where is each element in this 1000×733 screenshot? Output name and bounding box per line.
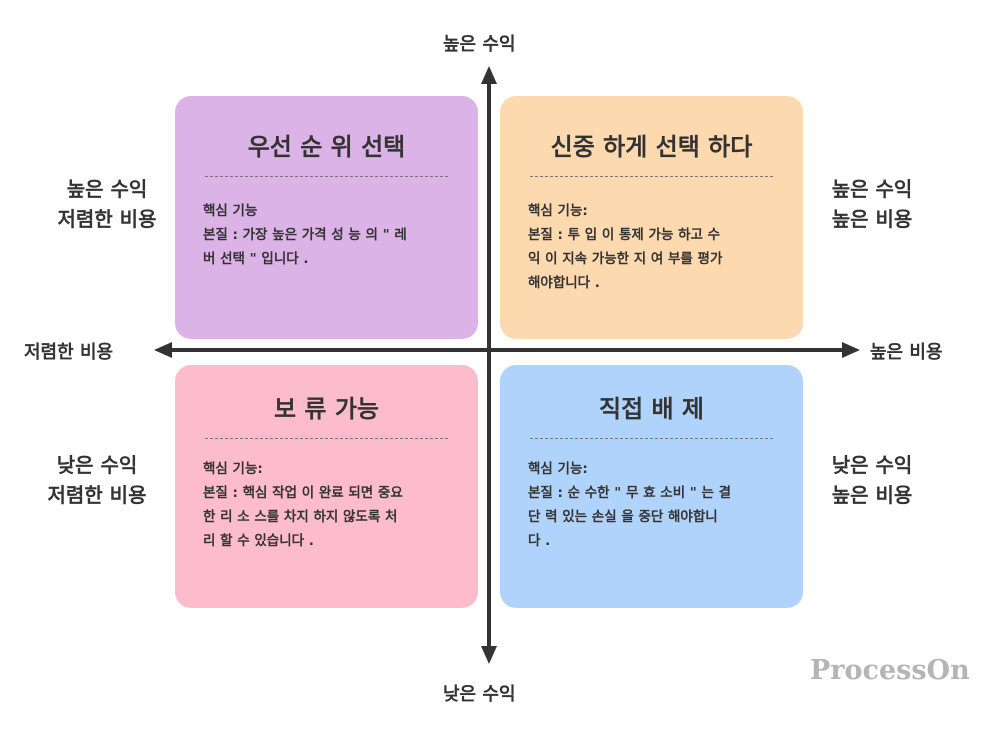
quadrant-bottom-right: 직접 배 제 핵심 기능: 본질 : 순 수한 " 무 효 소비 " 는 결 단… bbox=[500, 365, 803, 608]
body-line: 익 이 지속 가능한 지 여 부를 평가 bbox=[528, 251, 723, 267]
divider bbox=[205, 176, 448, 177]
quadrant-body: 핵심 기능 본질 : 가장 높은 가격 성 능 의 " 레 버 선택 " 입니다… bbox=[203, 199, 450, 271]
body-line: 핵심 기능 bbox=[203, 203, 258, 219]
divider bbox=[530, 438, 773, 439]
quadrant-top-left: 우선 순 위 선택 핵심 기능 본질 : 가장 높은 가격 성 능 의 " 레 … bbox=[175, 96, 478, 339]
side-label-top-left: 높은 수익 저렴한 비용 bbox=[32, 174, 182, 234]
side-label-line: 저렴한 비용 bbox=[47, 483, 147, 507]
side-label-line: 저렴한 비용 bbox=[57, 207, 157, 231]
side-label-line: 높은 비용 bbox=[831, 207, 913, 231]
body-line: 한 리 소 스를 차지 하지 않도록 처 bbox=[203, 509, 398, 525]
side-label-bottom-left: 낮은 수익 저렴한 비용 bbox=[22, 450, 172, 510]
body-line: 핵심 기능: bbox=[528, 461, 588, 477]
down-arrow-icon bbox=[481, 646, 497, 664]
left-arrow-icon bbox=[154, 342, 172, 358]
side-label-line: 높은 수익 bbox=[66, 177, 148, 201]
side-label-bottom-right: 낮은 수익 높은 비용 bbox=[797, 450, 947, 510]
up-arrow-icon bbox=[481, 66, 497, 84]
side-label-line: 높은 비용 bbox=[831, 483, 913, 507]
divider bbox=[530, 176, 773, 177]
body-line: 본질 : 핵심 작업 이 완료 되면 중요 bbox=[203, 485, 403, 501]
body-line: 해야합니다 . bbox=[528, 275, 600, 291]
body-line: 단 력 있는 손실 을 중단 해야합니 bbox=[528, 509, 718, 525]
body-line: 핵심 기능: bbox=[528, 203, 588, 219]
quadrant-title: 직접 배 제 bbox=[598, 395, 705, 423]
quadrant-bottom-left: 보 류 가능 핵심 기능: 본질 : 핵심 작업 이 완료 되면 중요 한 리 … bbox=[175, 365, 478, 608]
quadrant-body: 핵심 기능: 본질 : 투 입 이 통제 가능 하고 수 익 이 지속 가능한 … bbox=[528, 199, 775, 295]
body-line: 본질 : 가장 높은 가격 성 능 의 " 레 bbox=[203, 227, 407, 243]
side-label-top-right: 높은 수익 높은 비용 bbox=[797, 174, 947, 234]
quadrant-body: 핵심 기능: 본질 : 순 수한 " 무 효 소비 " 는 결 단 력 있는 손… bbox=[528, 457, 775, 553]
axis-label-bottom: 낮은 수익 bbox=[443, 684, 516, 705]
body-line: 본질 : 투 입 이 통제 가능 하고 수 bbox=[528, 227, 721, 243]
quadrant-title: 보 류 가능 bbox=[273, 395, 380, 423]
body-line: 리 할 수 있습니다 . bbox=[203, 533, 314, 549]
quadrant-body: 핵심 기능: 본질 : 핵심 작업 이 완료 되면 중요 한 리 소 스를 차지… bbox=[203, 457, 450, 553]
body-line: 핵심 기능: bbox=[203, 461, 263, 477]
processon-watermark: ProcessOn bbox=[810, 655, 970, 686]
side-label-line: 높은 수익 bbox=[831, 177, 913, 201]
divider bbox=[205, 438, 448, 439]
body-line: 본질 : 순 수한 " 무 효 소비 " 는 결 bbox=[528, 485, 732, 501]
side-label-line: 낮은 수익 bbox=[56, 453, 138, 477]
quadrant-top-right: 신중 하게 선택 하다 핵심 기능: 본질 : 투 입 이 통제 가능 하고 수… bbox=[500, 96, 803, 339]
body-line: 버 선택 " 입니다 . bbox=[203, 251, 309, 267]
body-line: 다 . bbox=[528, 533, 551, 549]
quadrant-title: 우선 순 위 선택 bbox=[247, 133, 406, 161]
axis-label-left: 저렴한 비용 bbox=[24, 342, 114, 363]
quadrant-title: 신중 하게 선택 하다 bbox=[550, 133, 753, 161]
axis-label-right: 높은 비용 bbox=[870, 342, 943, 363]
side-label-line: 낮은 수익 bbox=[831, 453, 913, 477]
right-arrow-icon bbox=[842, 342, 860, 358]
axis-label-top: 높은 수익 bbox=[443, 34, 516, 55]
